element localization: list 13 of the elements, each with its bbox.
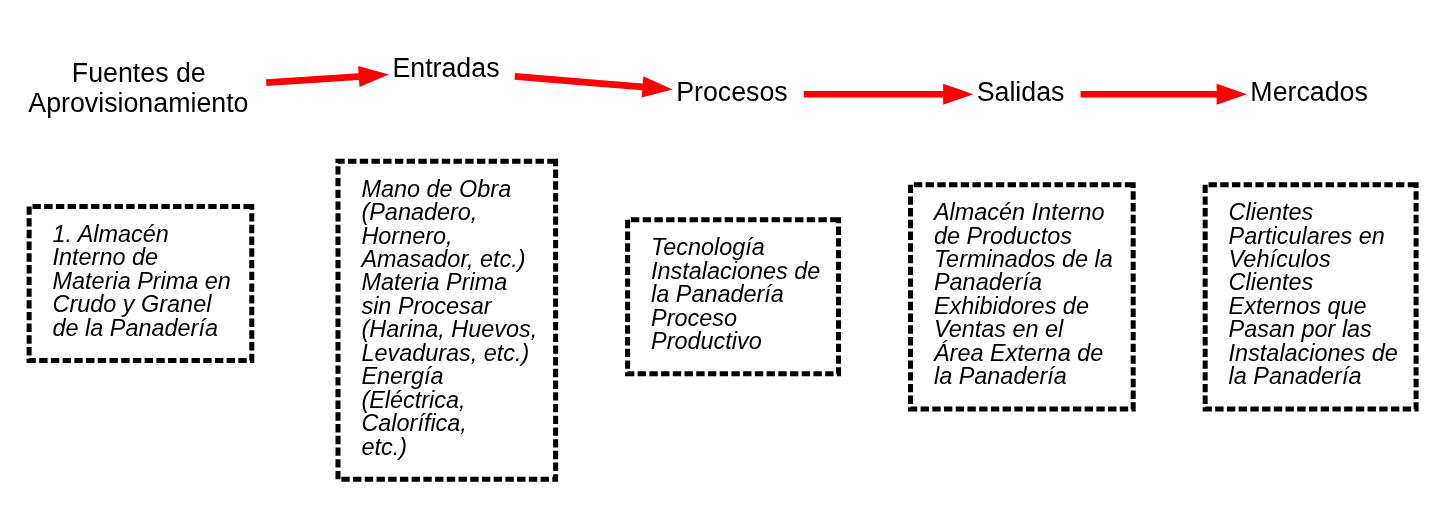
node-box: Almacén Interno de Productos Terminados de la Panadería Exhibidores de Ventas en el Área Externa de la Panadería <box>908 182 1136 412</box>
arrow <box>1080 83 1247 105</box>
node-text: Procesos <box>676 76 788 107</box>
node-box: Clientes Particulares en Vehículos Clientes Externos que Pasan por las Instalaciones de la Panadería <box>1202 182 1419 412</box>
node-box: Tecnología Instalaciones de la Panadería Proceso Productivo <box>625 217 842 377</box>
node-text: Mercados <box>1250 76 1368 107</box>
node-box: 1. Almacén Interno de Materia Prima en Crudo y Granel de la Panadería <box>26 203 255 363</box>
arrow <box>803 83 974 105</box>
node-text: Entradas <box>392 53 500 84</box>
arrow <box>514 73 673 98</box>
node-text: Fuentes de Aprovisionamiento <box>28 58 249 119</box>
node-box: Mano de Obra (Panadero, Hornero, Amasador, etc.) Materia Prima sin Procesar (Harina, Huevos, Levaduras, etc.) Energía (Eléctrica, Calorífica, etc.) <box>335 158 559 482</box>
node-text: Salidas <box>976 76 1065 107</box>
